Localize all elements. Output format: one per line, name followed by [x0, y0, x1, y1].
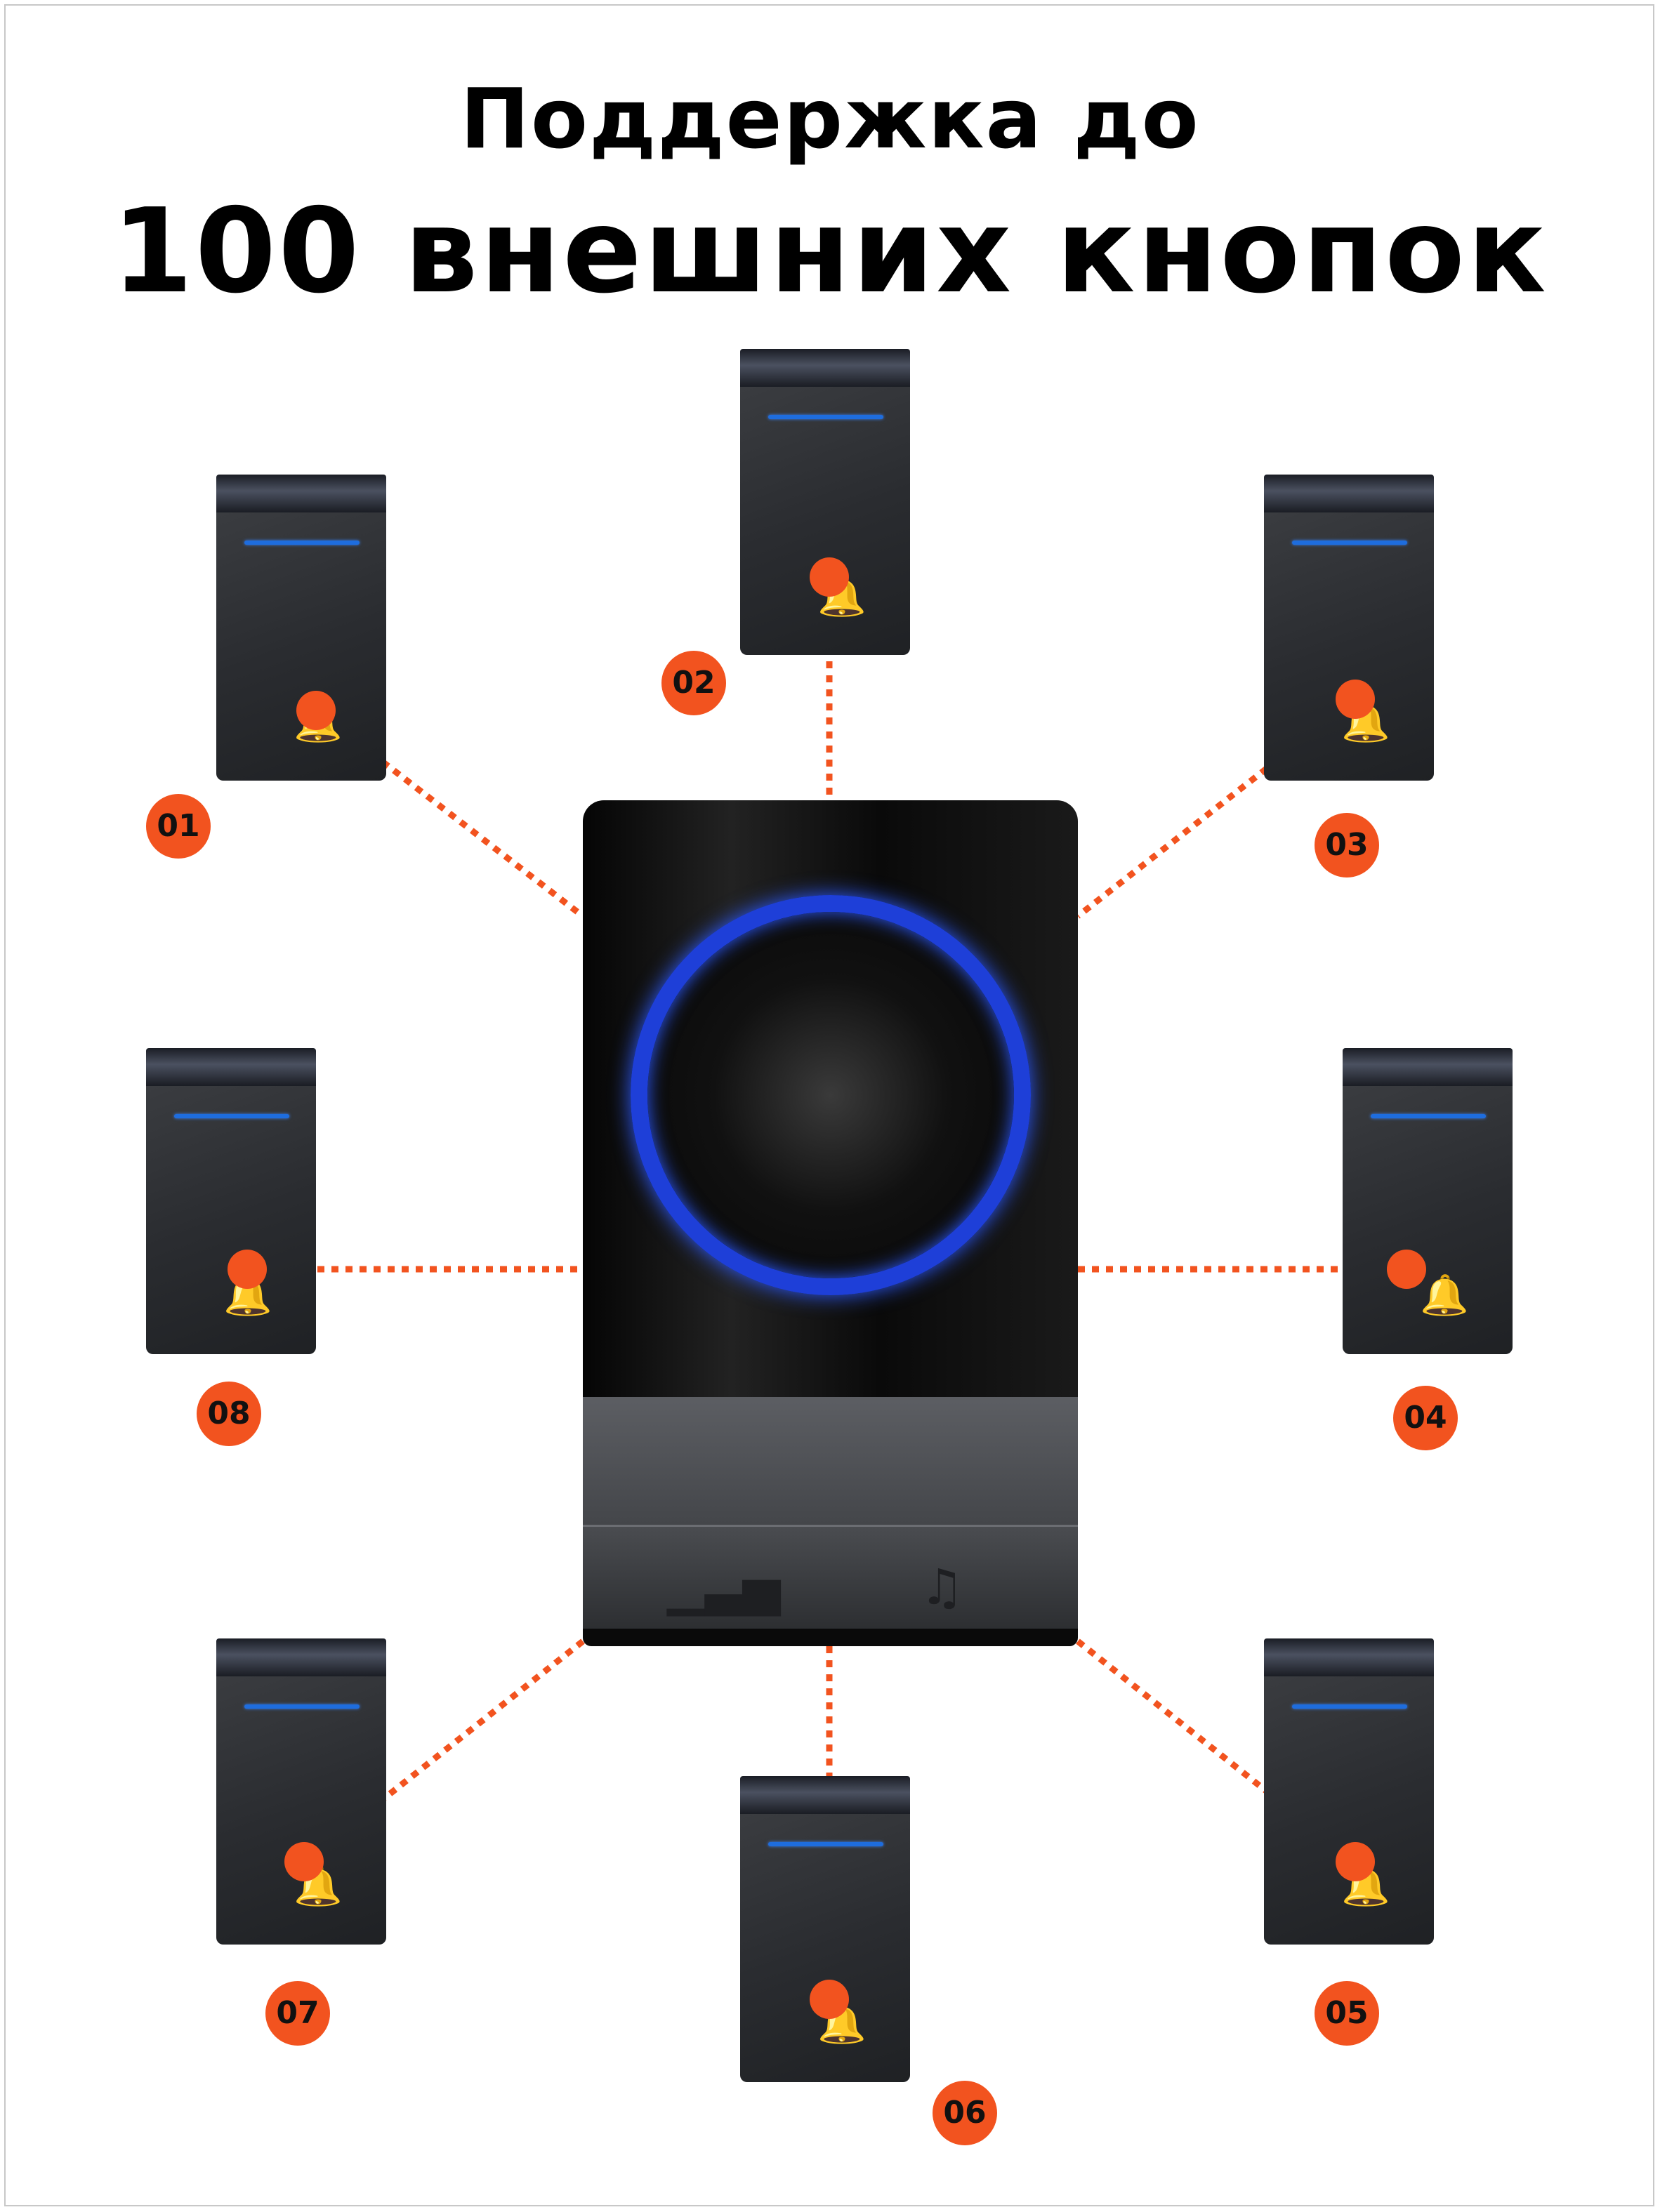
connection-dot-04 — [1387, 1250, 1426, 1289]
badge-08: 08 — [197, 1382, 261, 1446]
heading-line-1: Поддержка до — [460, 70, 1200, 167]
doorbell-receiver: ▁▃▅ ♫ — [583, 800, 1078, 1646]
blue-light-ring — [631, 895, 1031, 1295]
remote-button-07: 🔔 — [216, 1638, 386, 1945]
connection-dot-05 — [1336, 1842, 1375, 1881]
connection-dot-02 — [810, 557, 849, 597]
connection-dot-07 — [284, 1842, 324, 1881]
badge-07: 07 — [265, 1981, 330, 2046]
remote-button-08: 🔔 — [146, 1048, 316, 1354]
led-indicator — [768, 415, 883, 419]
music-note-icon: ♫ — [920, 1558, 964, 1616]
led-indicator — [1292, 541, 1407, 545]
led-indicator — [1371, 1114, 1486, 1118]
connection-dot-06 — [810, 1980, 849, 2019]
badge-02: 02 — [661, 651, 726, 715]
volume-bars-icon: ▁▃▅ — [667, 1558, 781, 1616]
connection-dot-03 — [1336, 680, 1375, 719]
receiver-gray-band — [583, 1397, 1078, 1525]
remote-button-01: 🔔 — [216, 475, 386, 781]
connection-dot-01 — [296, 691, 336, 730]
badge-01: 01 — [146, 794, 211, 859]
badge-05: 05 — [1315, 1981, 1379, 2046]
bell-icon: 🔔 — [1420, 1273, 1469, 1318]
remote-button-05: 🔔 — [1264, 1638, 1434, 1945]
remote-button-02: 🔔 — [740, 349, 910, 655]
connection-dot-08 — [228, 1250, 267, 1289]
remote-button-06: 🔔 — [740, 1776, 910, 2082]
badge-06: 06 — [933, 2081, 997, 2145]
remote-button-04: 🔔 — [1343, 1048, 1513, 1354]
led-indicator — [174, 1114, 289, 1118]
led-indicator — [768, 1842, 883, 1846]
remote-button-03: 🔔 — [1264, 475, 1434, 781]
receiver-base — [583, 1629, 1078, 1646]
receiver-control-strip — [583, 1525, 1078, 1631]
badge-03: 03 — [1315, 813, 1379, 877]
badge-04: 04 — [1393, 1386, 1458, 1450]
led-indicator — [244, 1704, 360, 1709]
heading-line-2: 100 внешних кнопок — [112, 184, 1548, 319]
page-border — [4, 4, 1654, 2206]
led-indicator — [1292, 1704, 1407, 1709]
led-indicator — [244, 541, 360, 545]
